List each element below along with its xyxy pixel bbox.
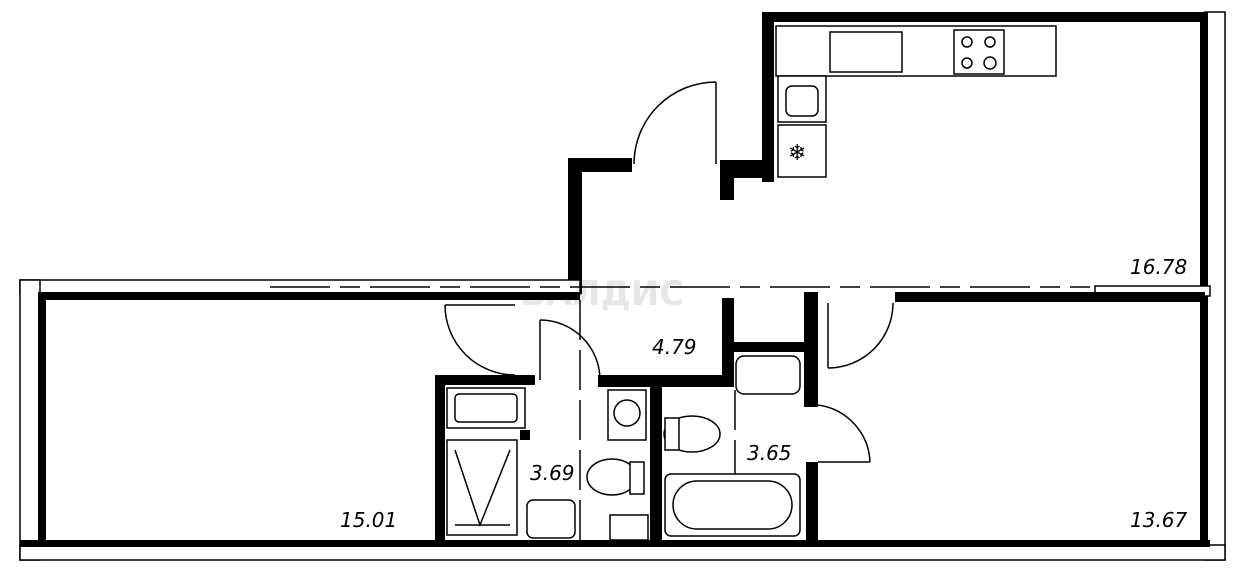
kitchen-fixtures: ❄: [775, 25, 1057, 178]
sink-icon: [526, 499, 576, 539]
fridge-icon: [777, 124, 827, 178]
counter: [775, 25, 1057, 77]
stove-icon: [953, 29, 1005, 75]
oven: [829, 31, 903, 73]
area-bathroom-right: 3.65: [747, 441, 792, 465]
area-labels: 16.78 4.79 15.01 3.69 3.65 13.67: [340, 255, 1188, 532]
floor-drain: [609, 514, 649, 541]
outer-walls: [19, 11, 1226, 561]
area-room-left: 15.01: [340, 508, 397, 532]
area-kitchen-living: 16.78: [1130, 255, 1187, 279]
area-room-right: 13.67: [1130, 508, 1188, 532]
area-hallway: 4.79: [652, 335, 697, 359]
svg-text:❄: ❄: [788, 141, 806, 166]
bathroom-fixtures: [446, 355, 801, 541]
interior-walls: [270, 286, 1090, 547]
sink-icon: [735, 355, 801, 395]
area-bathroom-left: 3.69: [530, 461, 575, 485]
doors: [444, 81, 894, 463]
